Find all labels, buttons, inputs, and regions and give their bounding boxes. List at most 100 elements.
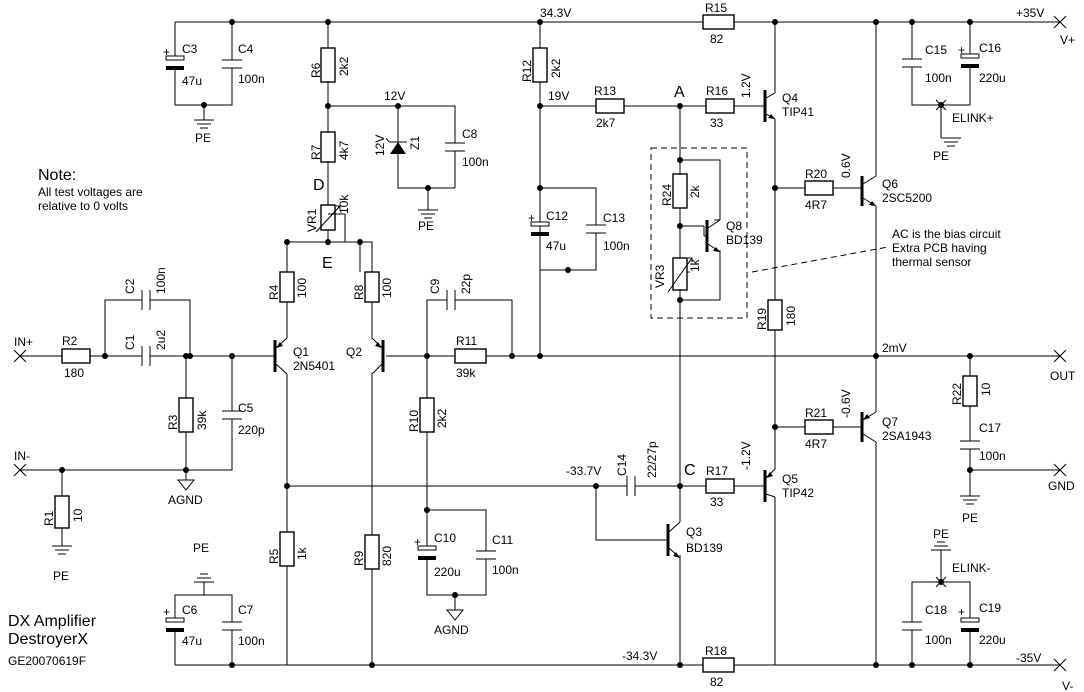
label-agnd-c10: AGND (434, 623, 469, 637)
transistors (272, 90, 877, 560)
resistor-r19 (767, 299, 783, 331)
cap-c15 (902, 48, 922, 78)
pe-ground-z1 (418, 206, 438, 219)
junction-dot (967, 662, 973, 668)
polarity-c3: + (163, 45, 170, 59)
resistor-r18 (702, 657, 735, 673)
val-r8: 100 (380, 278, 394, 298)
resistor-r11 (454, 348, 487, 364)
cap-c4 (222, 48, 242, 80)
junction-dot (873, 662, 879, 668)
junction-dot (772, 19, 778, 25)
val-r13: 2k7 (596, 116, 616, 130)
junction-dot (183, 467, 189, 473)
polarity-c12: + (528, 211, 535, 225)
label-out: OUT (1050, 369, 1076, 383)
junction-dot (677, 662, 683, 668)
pe-ground-c3c4 (194, 119, 214, 129)
junction-dot (284, 239, 290, 245)
val-r1: 10 (71, 508, 85, 522)
junction-dot (677, 297, 683, 303)
resistor-r12 (532, 47, 548, 83)
val-r17: 33 (710, 495, 724, 509)
ref-r8: R8 (352, 284, 366, 300)
junction-dot (452, 592, 458, 598)
elink-plus-marker (935, 99, 947, 111)
port-gnd (1053, 463, 1067, 477)
ref-vr3: VR3 (653, 264, 667, 288)
label-2mv: 2mV (882, 341, 907, 355)
resistor-r13 (595, 98, 625, 114)
ref-r15: R15 (705, 1, 727, 15)
resistor-r10 (419, 397, 435, 433)
junction-dot (909, 662, 915, 668)
resistor-r3 (178, 397, 194, 433)
cap-c10 (417, 540, 437, 570)
cap-c3 (165, 48, 185, 80)
cap-c11 (476, 540, 496, 570)
junction-dot (59, 467, 65, 473)
junction-dot (369, 662, 375, 668)
val-c10: 220u (434, 565, 461, 579)
val-q5: TIP42 (782, 486, 814, 500)
port-vminus (1053, 658, 1067, 672)
label-in-minus: IN- (14, 449, 30, 463)
resistors (54, 14, 978, 673)
ref-c11: C11 (492, 533, 513, 547)
label-in-plus: IN+ (14, 335, 33, 349)
junction-dot (424, 353, 430, 359)
ref-c17: C17 (979, 421, 1001, 435)
val-r18: 82 (710, 675, 724, 689)
junction-dot (537, 103, 543, 109)
junction-dot (425, 185, 431, 191)
junction-dot (873, 353, 879, 359)
ref-c3: C3 (182, 42, 198, 56)
val-r10: 2k2 (435, 408, 449, 428)
val-r5: 1k (295, 546, 309, 560)
pe-ground-c18c19 (931, 541, 951, 568)
junction-dot (677, 103, 683, 109)
label-vplus: V+ (1060, 33, 1075, 47)
ref-r17: R17 (706, 464, 728, 478)
junction-dot (395, 103, 401, 109)
note-title: Note: (38, 167, 76, 184)
resistor-r1 (54, 495, 70, 529)
cap-c2 (138, 290, 154, 310)
junction-dot (772, 185, 778, 191)
junction-dot (201, 102, 207, 108)
junction-dot (967, 353, 973, 359)
port-vplus (1053, 15, 1067, 29)
bias-circuit-box (650, 147, 748, 319)
junction-dot (325, 239, 331, 245)
ref-q2: Q2 (346, 345, 362, 359)
transistor-q7 (860, 411, 877, 443)
junction-dot (229, 662, 235, 668)
label-12v: 12V (384, 89, 405, 103)
val-c19: 220u (979, 633, 1006, 647)
val-r20: 4R7 (805, 198, 827, 212)
cap-c19 (960, 612, 980, 640)
port-out (1053, 349, 1067, 363)
val-r7: 4k7 (337, 140, 351, 160)
ref-c12: C12 (546, 209, 568, 223)
ref-c16: C16 (979, 41, 1001, 55)
ground-symbols (52, 99, 980, 621)
ref-c15: C15 (925, 43, 947, 57)
title-code: GE20070619F (8, 654, 86, 668)
note-line1: All test voltages are (38, 185, 143, 199)
pe-ground-c6c7 (194, 573, 214, 583)
ref-r5: R5 (267, 548, 281, 564)
resistor-r24 (672, 173, 688, 209)
label-pe-z1: PE (418, 219, 434, 233)
val-vr1: 10k (337, 194, 351, 214)
ref-c6: C6 (182, 603, 198, 617)
ref-q7: Q7 (882, 415, 898, 429)
junction-dot (284, 483, 290, 489)
ref-r6: R6 (309, 62, 323, 78)
val-q4: TIP41 (782, 105, 814, 119)
label-node-c: C (684, 462, 696, 479)
title-name1: DX Amplifier (8, 613, 97, 630)
resistor-r5 (279, 531, 295, 567)
ref-z1: Z1 (408, 136, 422, 150)
